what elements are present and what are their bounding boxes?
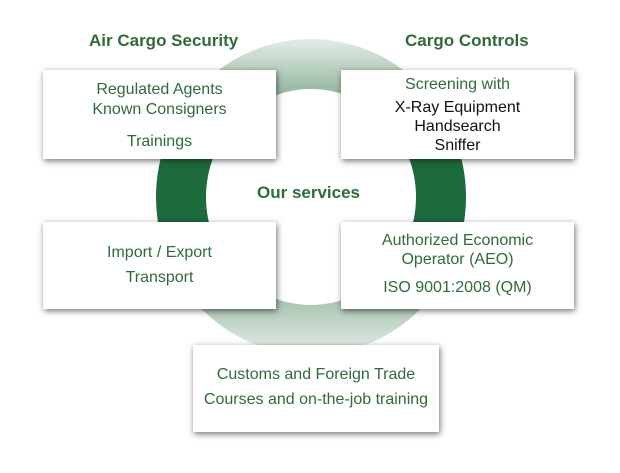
box-cargo-controls: Screening with X-Ray Equipment Handsearc… [341,70,574,159]
item-sniffer: Sniffer [434,137,481,154]
box-aeo-iso: Authorized Economic Operator (AEO) ISO 9… [341,222,574,309]
item-known-consigners: Known Consigners [92,101,227,118]
item-import-export: Import / Export [107,244,212,261]
heading-air-cargo-security: Air Cargo Security [89,31,239,50]
item-trainings: Trainings [126,133,193,150]
item-customs-foreign-trade: Customs and Foreign Trade [216,366,416,383]
item-transport: Transport [125,269,194,286]
heading-cargo-controls: Cargo Controls [405,31,529,50]
box-import-export: Import / Export Transport [43,222,276,309]
box-air-cargo-security: Regulated Agents Known Consigners Traini… [43,70,276,159]
item-iso-9001: ISO 9001:2008 (QM) [383,279,532,296]
heading-our-services: Our services [257,183,361,202]
item-authorized-economic: Authorized Economic [381,232,534,249]
item-regulated-agents: Regulated Agents [96,81,223,98]
item-courses-training: Courses and on-the-job training [203,391,429,408]
item-xray-equipment: X-Ray Equipment [394,99,521,116]
item-screening-with: Screening with [405,76,510,93]
item-operator-aeo: Operator (AEO) [401,251,514,268]
box-customs-training: Customs and Foreign Trade Courses and on… [193,345,439,432]
item-handsearch: Handsearch [414,118,501,135]
